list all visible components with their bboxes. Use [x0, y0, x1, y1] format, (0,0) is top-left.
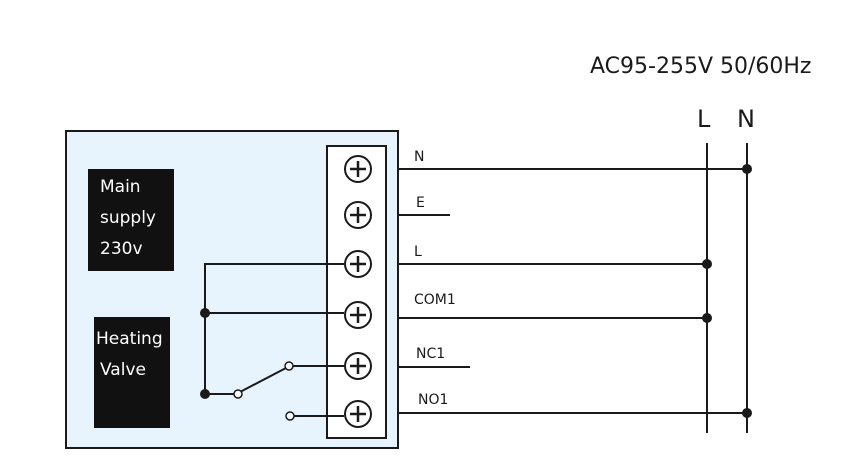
terminal-label-nc1: NC1 [416, 346, 445, 362]
terminal-strip [326, 145, 387, 439]
junction-internal-com [200, 308, 210, 318]
junction-no1 [742, 408, 752, 418]
heating-valve-line-1: Heating [96, 329, 163, 349]
supply-voltage-label: AC95-255V 50/60Hz [590, 54, 811, 79]
junction-internal-switch [200, 389, 210, 399]
heating-valve-box: Heating Valve [94, 317, 170, 428]
terminal-label-e: E [416, 195, 425, 211]
terminal-screw-com1 [344, 301, 372, 329]
neutral-bus-label: N [737, 105, 755, 133]
junction-l [702, 259, 712, 269]
heating-valve-line-2: Valve [100, 360, 146, 380]
terminal-screw-nc1 [344, 352, 372, 380]
terminal-label-no1: NO1 [418, 392, 448, 408]
junction-com1 [702, 313, 712, 323]
main-supply-line-2: supply [100, 208, 156, 228]
terminal-label-l: L [414, 244, 422, 260]
terminal-label-n: N [414, 149, 424, 165]
main-supply-box: Main supply 230v [88, 169, 174, 271]
terminal-screw-n [344, 155, 372, 183]
terminal-screw-l [344, 250, 372, 278]
switch-nc-contact [284, 361, 294, 371]
main-supply-line-3: 230v [100, 239, 143, 259]
terminal-screw-no1 [344, 400, 372, 428]
line-bus-label: L [697, 105, 711, 133]
junction-n [742, 164, 752, 174]
terminal-screw-e [344, 201, 372, 229]
main-supply-line-1: Main [100, 177, 141, 197]
internal-wiring [204, 263, 344, 417]
switch-no-contact [285, 411, 295, 421]
switch-common-contact [233, 389, 243, 399]
terminal-label-com1: COM1 [414, 292, 456, 308]
